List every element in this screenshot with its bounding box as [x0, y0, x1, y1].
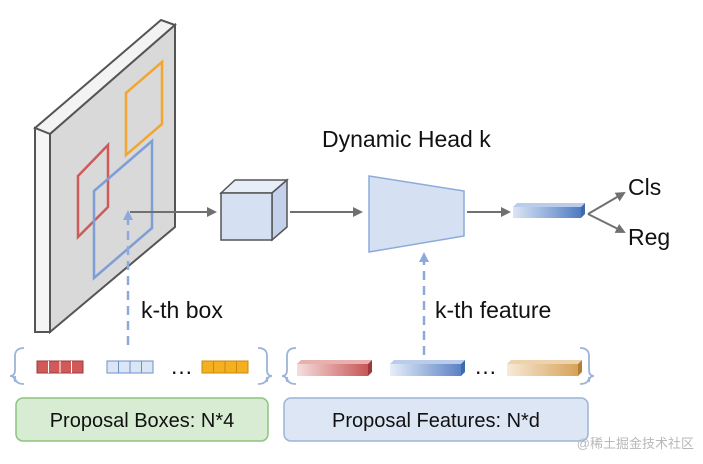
- feature-vector-red: [297, 360, 372, 376]
- cube-front: [220, 192, 273, 241]
- dynamic-head-label: Dynamic Head k: [322, 126, 491, 152]
- proposal-boxes-group: …: [9, 347, 273, 385]
- kth-box-label: k-th box: [141, 297, 223, 323]
- output-feature-vector: [513, 203, 585, 218]
- watermark: @稀土掘金技术社区: [577, 436, 694, 451]
- box-vector-red: [36, 360, 84, 374]
- legend-proposal-boxes-label: Proposal Boxes: N*4: [50, 410, 235, 432]
- output-bar-side: [581, 203, 585, 218]
- output-bar-top: [513, 203, 585, 207]
- box-vector-orange: [201, 360, 249, 374]
- ellipsis-features: …: [474, 353, 497, 379]
- right-brace-close: [579, 347, 595, 385]
- reg-label: Reg: [628, 224, 670, 250]
- box-vector-blue: [106, 360, 154, 374]
- dynamic-head-trapezoid: [368, 175, 465, 253]
- legend-proposal-features: Proposal Features: N*d: [283, 397, 589, 442]
- proposal-box-red: [76, 141, 110, 241]
- legend-proposal-boxes-bg: [15, 397, 269, 442]
- legend-proposal-boxes: Proposal Boxes: N*4: [15, 397, 269, 442]
- roi-feature-cube: [219, 178, 290, 242]
- proposal-box-orange: [124, 59, 164, 158]
- branch-to-cls: [587, 191, 626, 215]
- proposal-box-blue: [92, 138, 154, 281]
- image-feature-map: [33, 18, 177, 335]
- left-brace-close: [257, 347, 273, 385]
- feature-vector-blue: [390, 360, 465, 376]
- ellipsis-boxes: …: [170, 353, 193, 379]
- legend-proposal-features-bg: [283, 397, 589, 442]
- feature-vector-orange: [507, 360, 582, 376]
- branch-to-reg: [587, 213, 626, 233]
- feature-map-front-face: [49, 22, 176, 335]
- proposal-features-group: …: [281, 347, 595, 385]
- kth-feature-label: k-th feature: [435, 297, 551, 323]
- left-brace-open: [9, 347, 25, 385]
- legend-proposal-features-label: Proposal Features: N*d: [332, 410, 540, 432]
- right-brace-open: [281, 347, 297, 385]
- output-bar-front: [513, 207, 581, 218]
- feature-map-side: [34, 126, 51, 333]
- cls-label: Cls: [628, 174, 661, 200]
